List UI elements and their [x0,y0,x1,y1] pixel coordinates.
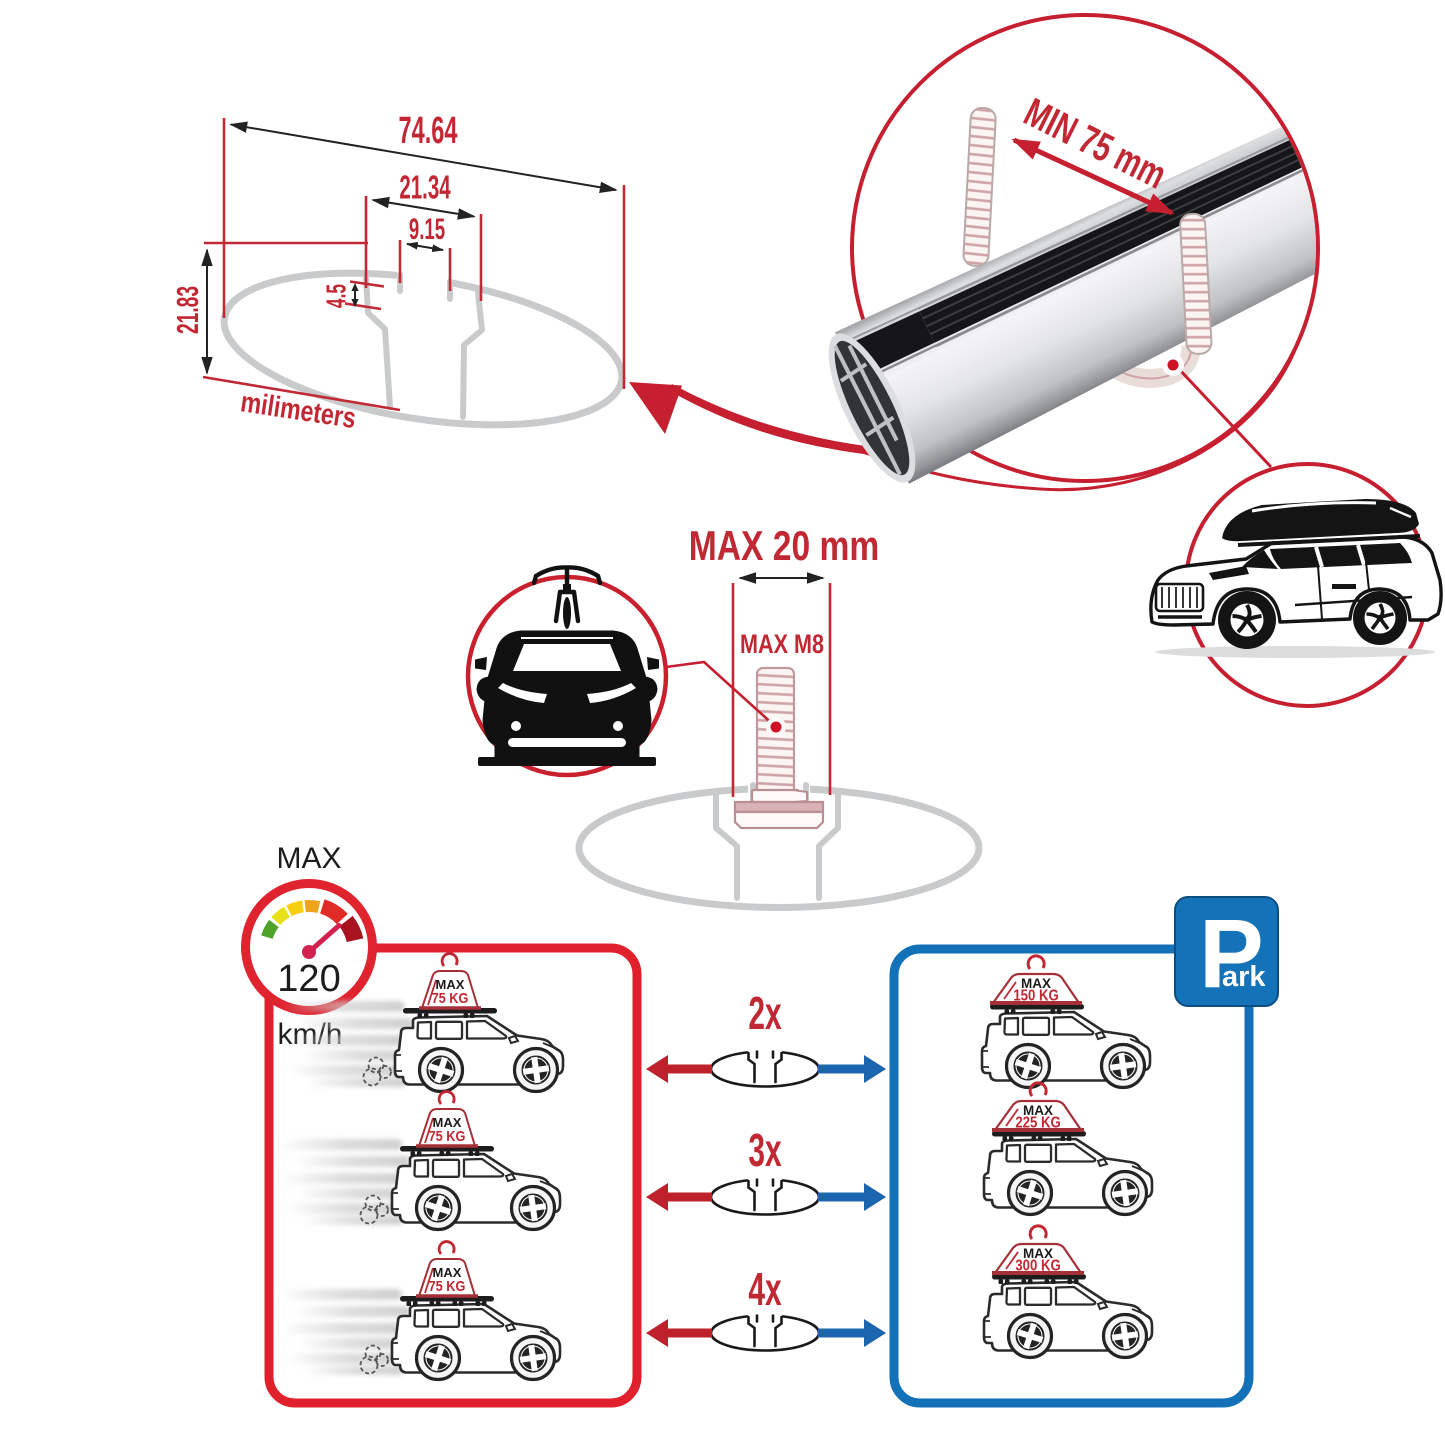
parking-sign-suffix: ark [1222,961,1266,993]
t-bolt-sketch [733,666,825,830]
car-front-bike-illustration [475,565,659,766]
dim-slot-inner-label: 9.15 [409,212,445,246]
cargo-bag: MAX 225 KG [992,1081,1084,1132]
bar-photo [854,89,1316,479]
arrow-left-3 [646,1319,712,1347]
parking-car-2: MAX 225 KG [982,1081,1154,1217]
speed-limit-badge: 120 [241,879,377,1015]
bolt-dimension-section: MAX 20 mm MAX M8 [465,524,983,911]
arrow-right-2 [818,1183,886,1211]
dim-74-64: 74.64 [222,108,626,389]
dim-4-5: 4.5 [320,280,385,311]
ubolt-front-rod [1179,212,1213,355]
suv-roofbox-illustration [1149,499,1443,658]
vehicle-roofbox-circle [1149,462,1443,708]
driving-panel-border [264,943,642,1408]
bag-max-label: MAX [1023,1103,1053,1118]
bag-weight-label: 75 KG [429,1127,466,1144]
clearance-annotation: MIN 75 mm [1011,90,1175,216]
speed-value: 120 [277,958,340,1000]
cargo-bag: MAX 75 KG [419,952,481,1010]
unit-label-group: milimeters [239,385,359,435]
multiplier-label-3: 4x [748,1265,782,1316]
dim-max-20: MAX 20 mm MAX M8 [689,524,879,797]
parking-sign-p: P [1199,899,1264,1008]
multiplier-row-3: 4x [646,1265,886,1352]
bag-max-label: MAX [433,1115,462,1130]
driving-car-1: MAX 75 KG [283,952,565,1094]
multiplier-label-1: 2x [748,989,782,1040]
unit-label: milimeters [239,385,359,435]
bolt-width-label: MAX 20 mm [689,524,879,570]
bolt-thread-label: MAX M8 [740,630,824,660]
parking-panel-border [889,944,1254,1408]
speedometer-arc [261,899,364,959]
cargo-bag: MAX 75 KG [416,1240,478,1298]
cargo-bag: MAX 75 KG [416,1090,478,1148]
bottom-panels-section: 120 MAX km/h P ark 2x 3x [241,842,1279,1408]
cargo-bag: MAX 150 KG [990,954,1082,1005]
clearance-label: MIN 75 mm [1017,90,1173,198]
dim-lip-depth-label: 4.5 [320,284,351,308]
cross-section-dimension-diagram: 74.64 21.34 9.15 4.5 21.83 milim [172,108,626,435]
parking-sign: P ark [1174,896,1279,1008]
dim-height-label: 21.83 [172,286,206,334]
bag-max-label: MAX [433,1265,462,1280]
leader-to-vehicle-circle [1162,354,1273,469]
bag-max-label: MAX [1023,1246,1053,1261]
multiplier-label-2: 3x [748,1126,782,1177]
multiplier-rows: 2x 3x [646,989,886,1352]
bike-car-circle [465,565,669,778]
arrow-left-2 [646,1183,712,1211]
bag-weight-label: 225 KG [1015,1115,1060,1132]
multiplier-row-1: 2x [646,989,886,1088]
dim-slot-outer-label: 21.34 [399,169,451,206]
dim-9-15: 9.15 [398,212,452,291]
bag-weight-label: 150 KG [1013,988,1058,1005]
speed-max-label: MAX [276,842,341,875]
bar-end-cross-section [828,296,985,484]
cargo-bag: MAX 300 KG [992,1224,1084,1275]
parking-car-3: MAX 300 KG [982,1224,1154,1360]
bag-weight-label: 300 KG [1015,1258,1060,1275]
zoom-circle [850,13,1320,483]
arrow-right-1 [818,1055,886,1083]
bag-weight-label: 75 KG [429,1277,466,1294]
parking-car-1: MAX 150 KG [980,954,1152,1090]
driving-car-2: MAX 75 KG [280,1090,562,1232]
dim-21-83: 21.83 [172,241,401,412]
bag-weight-label: 75 KG [432,989,469,1006]
arrow-left-1 [646,1055,712,1083]
dim-width-label: 74.64 [399,108,458,151]
leader-to-bolt [665,660,786,737]
bar-zoom-circle-section: MIN 75 mm [629,13,1443,708]
driving-car-3: MAX 75 KG [280,1240,562,1382]
dim-21-34: 21.34 [364,169,483,301]
multiplier-row-2: 3x [646,1126,886,1216]
bag-max-label: MAX [436,977,465,992]
arrow-right-3 [818,1319,886,1347]
bag-max-label: MAX [1021,976,1051,991]
